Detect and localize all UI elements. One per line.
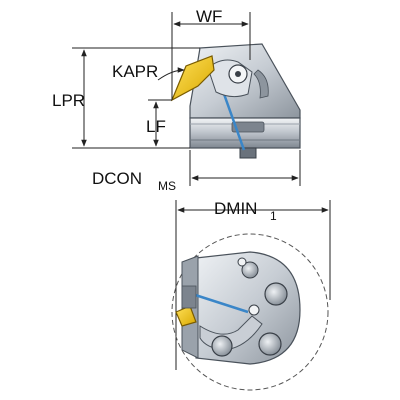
bolt-hole-icon [241, 261, 259, 279]
label-kapr: KAPR [112, 62, 158, 81]
side-view [170, 43, 301, 159]
label-dcon: DCON [92, 169, 142, 188]
label-dmin: DMIN [214, 199, 257, 218]
bolt-hole-icon [258, 332, 282, 356]
end-view-dimensions [171, 200, 331, 391]
label-dmin-subscript: 1 [270, 209, 277, 223]
label-wf: WF [196, 7, 222, 26]
bolt-hole-icon [264, 282, 288, 306]
label-dcon-subscript: MS [158, 179, 176, 193]
label-lpr: LPR [52, 91, 85, 110]
side-view-dimensions [72, 12, 301, 186]
label-lf: LF [146, 117, 166, 136]
bolt-hole-icon [211, 335, 233, 357]
end-view [175, 251, 301, 365]
clamping-bolt [239, 147, 257, 159]
